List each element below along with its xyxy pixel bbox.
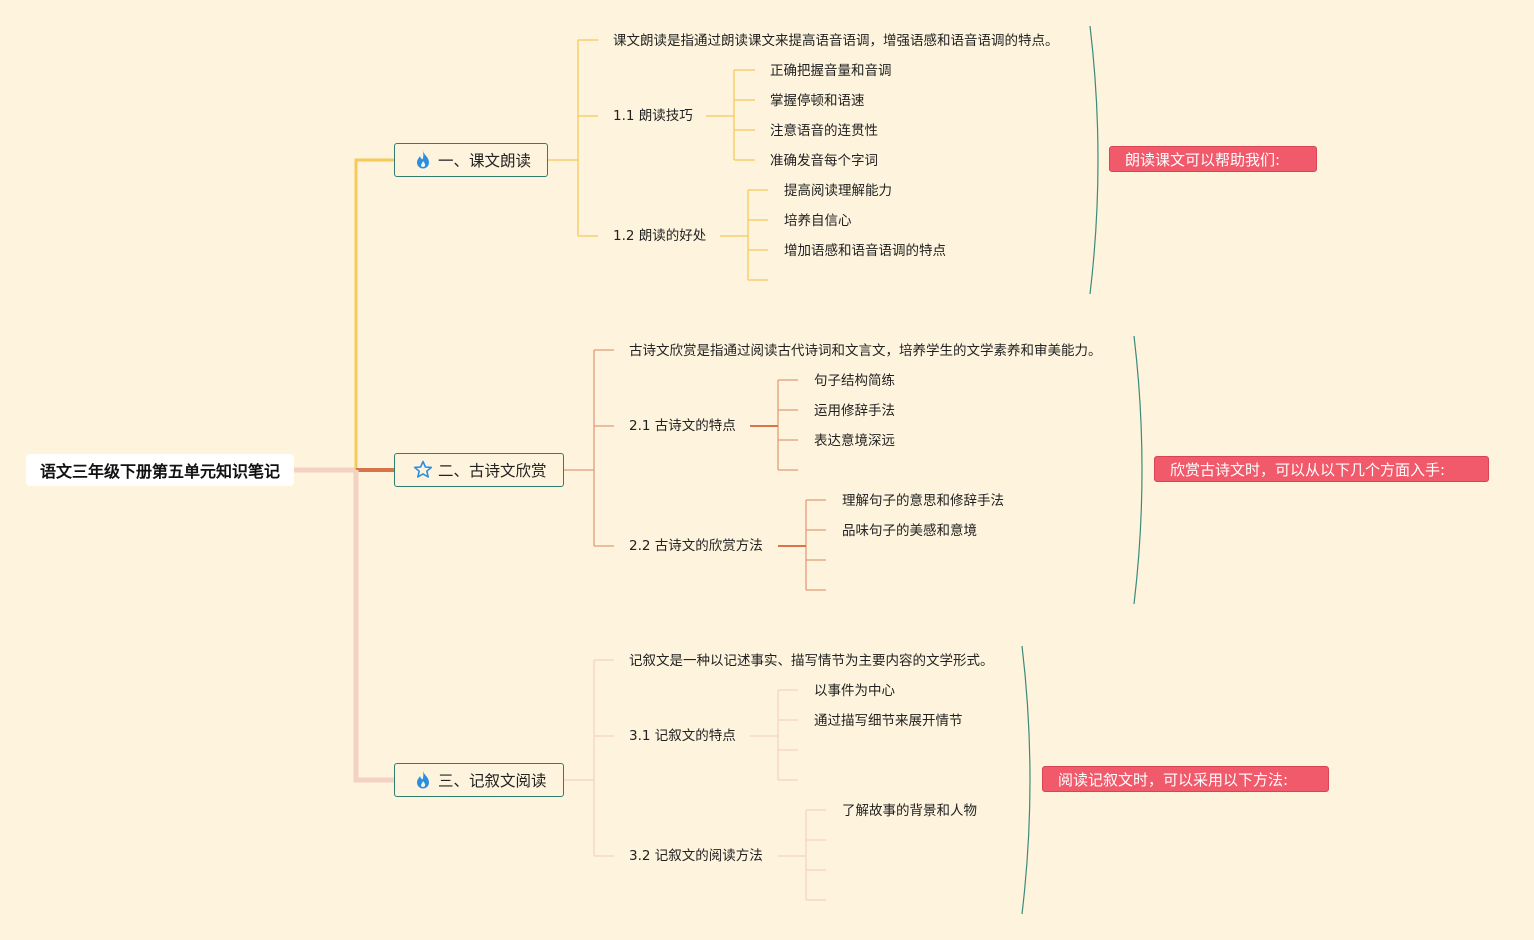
summary-text: 欣赏古诗文时，可以从以下几个方面入手: — [1170, 460, 1446, 479]
intro-text: 记叙文是一种以记述事实、描写情节为主要内容的文学形式。 — [629, 653, 994, 669]
leaf-item: 提高阅读理解能力 — [784, 183, 892, 199]
sub-topic[interactable]: 2.1 古诗文的特点 — [629, 418, 736, 434]
flame-icon — [413, 150, 433, 170]
leaf-item: 准确发音每个字词 — [770, 153, 878, 169]
summary-label[interactable]: 朗读课文可以帮助我们: — [1109, 146, 1317, 172]
leaf-item: 句子结构简练 — [814, 373, 895, 389]
leaf-item: 掌握停顿和语速 — [770, 93, 865, 109]
leaf-item: 运用修辞手法 — [814, 403, 895, 419]
intro-text: 课文朗读是指通过朗读课文来提高语音语调，增强语感和语音语调的特点。 — [613, 33, 1059, 49]
branch-label: 二、古诗文欣赏 — [438, 462, 547, 480]
leaf-item: 以事件为中心 — [814, 683, 895, 699]
leaf-item: 理解句子的意思和修辞手法 — [842, 493, 1004, 509]
summary-label[interactable]: 欣赏古诗文时，可以从以下几个方面入手: — [1154, 456, 1489, 482]
branch-node-poetry[interactable]: 二、古诗文欣赏 — [394, 453, 564, 487]
summary-label[interactable]: 阅读记叙文时，可以采用以下方法: — [1042, 766, 1329, 792]
summary-text: 阅读记叙文时，可以采用以下方法: — [1058, 770, 1289, 789]
sub-topic[interactable]: 3.1 记叙文的特点 — [629, 728, 736, 744]
leaf-item: 注意语音的连贯性 — [770, 123, 878, 139]
branch-label: 三、记叙文阅读 — [438, 772, 547, 790]
leaf-item: 培养自信心 — [784, 213, 852, 229]
sub-topic[interactable]: 2.2 古诗文的欣赏方法 — [629, 538, 763, 554]
branch-node-narrative[interactable]: 三、记叙文阅读 — [394, 763, 564, 797]
leaf-item: 通过描写细节来展开情节 — [814, 713, 963, 729]
intro-text: 古诗文欣赏是指通过阅读古代诗词和文言文，培养学生的文学素养和审美能力。 — [629, 343, 1102, 359]
root-node[interactable]: 语文三年级下册第五单元知识笔记 — [26, 454, 294, 486]
branch-node-reading[interactable]: 一、课文朗读 — [394, 143, 548, 177]
leaf-item: 正确把握音量和音调 — [770, 63, 892, 79]
sub-topic[interactable]: 1.1 朗读技巧 — [613, 108, 693, 124]
star-icon — [413, 460, 433, 480]
sub-topic[interactable]: 3.2 记叙文的阅读方法 — [629, 848, 763, 864]
leaf-item: 表达意境深远 — [814, 433, 895, 449]
leaf-item: 增加语感和语音语调的特点 — [784, 243, 946, 259]
root-label: 语文三年级下册第五单元知识笔记 — [39, 462, 280, 481]
leaf-item: 品味句子的美感和意境 — [842, 523, 977, 539]
summary-text: 朗读课文可以帮助我们: — [1125, 150, 1281, 169]
sub-topic[interactable]: 1.2 朗读的好处 — [613, 228, 707, 244]
branch-label: 一、课文朗读 — [438, 152, 532, 170]
flame-icon — [413, 770, 433, 790]
leaf-item: 了解故事的背景和人物 — [842, 803, 977, 819]
